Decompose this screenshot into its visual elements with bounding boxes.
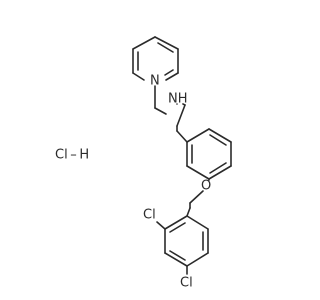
bond [209, 134, 227, 146]
bond [189, 190, 204, 204]
hydrochloride-label: Cl – H [55, 148, 89, 163]
bond [157, 42, 174, 53]
structure-canvas: N NH O Cl Cl Cl – H [55, 36, 232, 291]
chlorine-ortho-label: Cl [143, 208, 156, 223]
bond [156, 221, 166, 230]
bond [208, 128, 232, 143]
benzene-ring [186, 128, 232, 180]
bond [186, 215, 209, 230]
bond [186, 165, 210, 180]
pyridine-nitrogen-label: N [150, 74, 160, 89]
aminomethyl-linker [154, 85, 188, 143]
molecule-structure: N NH O Cl Cl Cl – H [55, 36, 232, 291]
bond [154, 36, 179, 50]
bond [208, 165, 232, 180]
pyridine-ring [132, 36, 179, 81]
bond [132, 36, 156, 50]
amine-nh-label: NH [168, 92, 188, 107]
bond [169, 250, 186, 261]
ether-linker [186, 178, 210, 217]
bond [164, 252, 188, 267]
bond [154, 107, 167, 115]
bond [164, 69, 174, 76]
ether-oxygen-label: O [201, 179, 211, 194]
bond [169, 222, 186, 233]
bond [209, 162, 227, 174]
chlorine-para-label: Cl [180, 276, 193, 291]
bond [164, 215, 188, 230]
bond [165, 72, 179, 81]
bond [186, 128, 210, 143]
bond [132, 72, 145, 81]
dichlorophenyl-ring [156, 215, 209, 275]
bond [176, 104, 186, 127]
bond [176, 130, 188, 143]
bond [186, 207, 191, 217]
bond [186, 252, 209, 267]
